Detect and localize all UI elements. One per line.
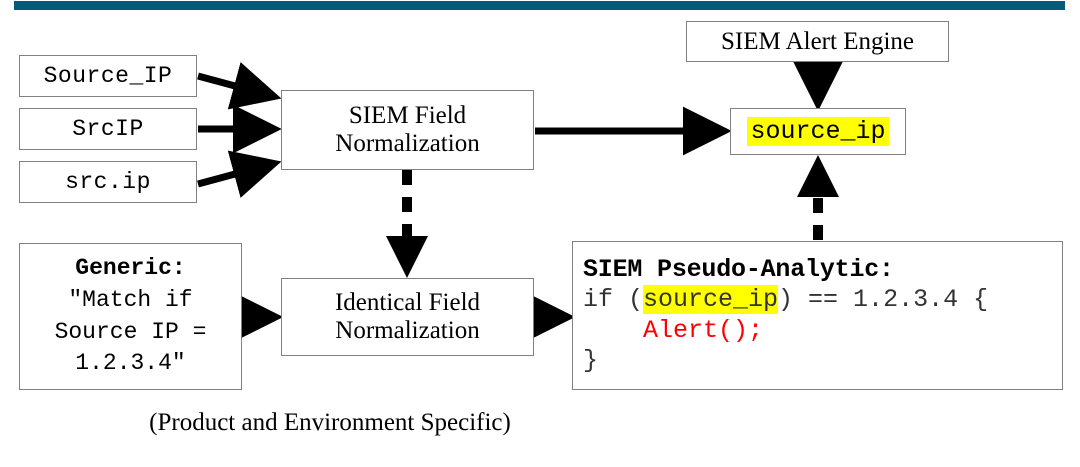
identical-field-normalization-line1: Identical Field [334,289,481,316]
identical-field-normalization-box[interactable]: Identical Field Normalization [281,278,534,356]
siem-alert-engine-box[interactable]: SIEM Alert Engine [686,21,949,62]
footer-caption: (Product and Environment Specific) [149,409,511,436]
top-accent-bar [14,1,1065,10]
pseudo-analytic-condition-line: if (source_ip) == 1.2.3.4 { [583,285,988,316]
normalized-field-box[interactable]: source_ip [730,108,906,155]
generic-rule-box[interactable]: Generic: "Match if Source IP = 1.2.3.4" [19,243,242,390]
generic-rule-line3: 1.2.3.4" [75,350,186,377]
pseudo-analytic-code-field: source_ip [643,285,779,314]
pseudo-analytic-close-brace: } [583,346,599,375]
srcip-field-label: SrcIP [72,116,144,142]
generic-rule-header: Generic: [75,254,186,281]
siem-alert-engine-label: SIEM Alert Engine [720,27,915,55]
generic-rule-line1: "Match if [68,286,193,313]
pseudo-analytic-alert-line: Alert(); [583,315,764,345]
generic-rule-line2: Source IP = [54,318,207,345]
siem-field-normalization-box[interactable]: SIEM Field Normalization [281,90,534,170]
siem-field-normalization-line2: Normalization [335,130,480,157]
arrow-sourceip-to-normalization [197,62,282,110]
pseudo-analytic-header: SIEM Pseudo-Analytic: [583,254,894,284]
source-ip-field-box[interactable]: Source_IP [19,55,197,97]
normalized-field-label: source_ip [747,117,889,146]
arrow-srcdotip-to-normalization [197,150,282,198]
pseudo-analytic-code-prefix: if ( [583,285,644,314]
src-ip-field-box[interactable]: src.ip [19,161,197,203]
identical-field-normalization-line2: Normalization [335,317,480,344]
srcip-field-box[interactable]: SrcIP [19,108,197,150]
source-ip-field-label: Source_IP [43,63,173,89]
pseudo-analytic-code-suffix: ) == 1.2.3.4 { [778,285,989,314]
siem-field-normalization-line1: SIEM Field [348,102,467,129]
siem-pseudo-analytic-box[interactable]: SIEM Pseudo-Analytic: if (source_ip) == … [572,241,1063,390]
src-ip-field-label: src.ip [65,169,151,195]
